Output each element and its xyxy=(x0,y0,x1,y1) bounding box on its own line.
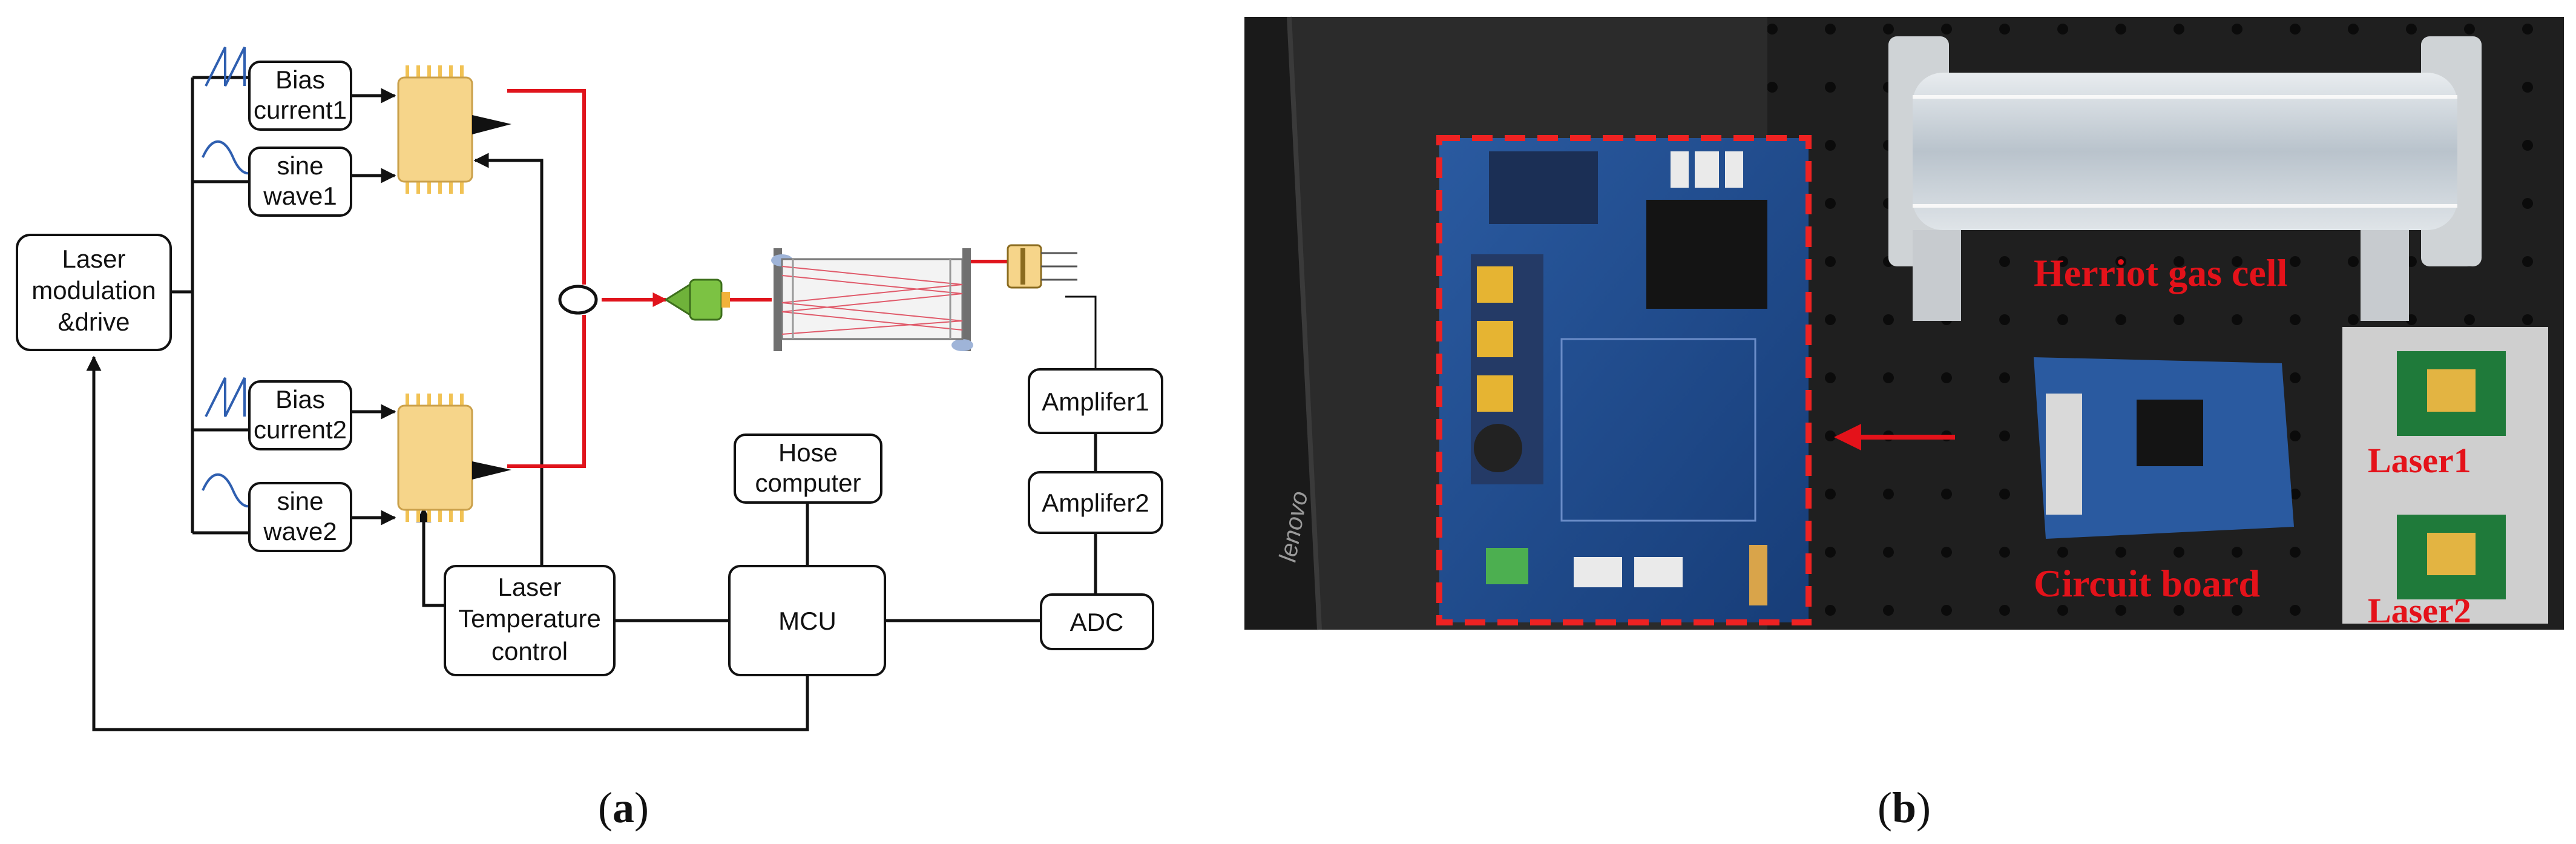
node-label: Laser xyxy=(498,573,561,601)
node-label: Amplifer1 xyxy=(1042,387,1149,416)
laser-driver-node: Laser modulation &drive xyxy=(16,234,172,351)
node-label: computer xyxy=(755,469,861,497)
herriot-gas-cell-photo xyxy=(1888,36,2482,321)
circuit-board-label: Circuit board xyxy=(2034,562,2260,605)
signal-wires xyxy=(86,76,1097,731)
node-label: MCU xyxy=(778,607,836,635)
node-label: ADC xyxy=(1070,608,1124,636)
caption-letter: a xyxy=(613,783,634,832)
host-computer-node: Hose computer xyxy=(734,434,882,504)
node-label: Bias xyxy=(275,65,325,94)
pointer-arrow xyxy=(1834,424,1955,450)
caption-bracket: ( xyxy=(598,783,613,832)
laser1-label: Laser1 xyxy=(2368,441,2471,480)
node-label: Laser xyxy=(62,245,125,273)
node-label: sine xyxy=(277,487,323,515)
node-label: Bias xyxy=(275,385,325,414)
collimator-icon xyxy=(664,279,730,321)
caption-bracket: ) xyxy=(1916,783,1931,832)
herriott-cell-icon xyxy=(771,248,973,351)
node-label: current2 xyxy=(254,415,347,444)
node-label: sine xyxy=(277,151,323,180)
fiber-coupler xyxy=(558,285,598,315)
herriot-gas-cell-label: Herriot gas cell xyxy=(2034,251,2287,294)
laser1-butterfly-icon xyxy=(397,65,511,194)
amplifier1-node: Amplifer1 xyxy=(1028,368,1163,434)
caption-bracket: ( xyxy=(1878,783,1892,832)
caption-b: (b) xyxy=(1878,783,1931,832)
photo-panel: lenovo xyxy=(1244,16,2564,630)
mcu-node: MCU xyxy=(728,565,886,676)
laser2-butterfly-icon xyxy=(397,394,511,522)
node-label: modulation xyxy=(31,276,156,305)
laser2-label: Laser2 xyxy=(2368,591,2471,630)
node-label: Amplifer2 xyxy=(1042,489,1149,517)
schematic-panel: Laser modulation &drive Bias current1 si… xyxy=(16,47,1163,731)
photodetector-icon xyxy=(1007,244,1077,289)
caption-a: (a) xyxy=(598,783,649,832)
circuit-board-photo xyxy=(2034,357,2294,539)
node-label: control xyxy=(491,637,568,665)
node-label: Hose xyxy=(778,438,838,467)
temperature-control-node: Laser Temperature control xyxy=(444,565,616,676)
caption-bracket: ) xyxy=(634,783,649,832)
adc-node: ADC xyxy=(1040,593,1154,650)
sine-wave1-node: sine wave1 xyxy=(248,147,352,217)
bias-current2-node: Bias current2 xyxy=(248,380,352,450)
node-label: current1 xyxy=(254,96,347,124)
inset-board-photo xyxy=(1436,135,1812,625)
ramp-signal-icon xyxy=(205,377,246,417)
caption-letter: b xyxy=(1892,783,1916,832)
ramp-signal-icon xyxy=(205,47,246,87)
node-label: Temperature xyxy=(458,604,601,633)
node-label: wave1 xyxy=(263,182,337,210)
optical-path xyxy=(507,89,1008,468)
node-label: wave2 xyxy=(263,517,337,546)
node-label: &drive xyxy=(58,308,130,336)
bias-current1-node: Bias current1 xyxy=(248,61,352,131)
laser-mount-photo xyxy=(2342,327,2548,624)
sine-wave2-node: sine wave2 xyxy=(248,482,352,552)
amplifier2-node: Amplifer2 xyxy=(1028,471,1163,534)
